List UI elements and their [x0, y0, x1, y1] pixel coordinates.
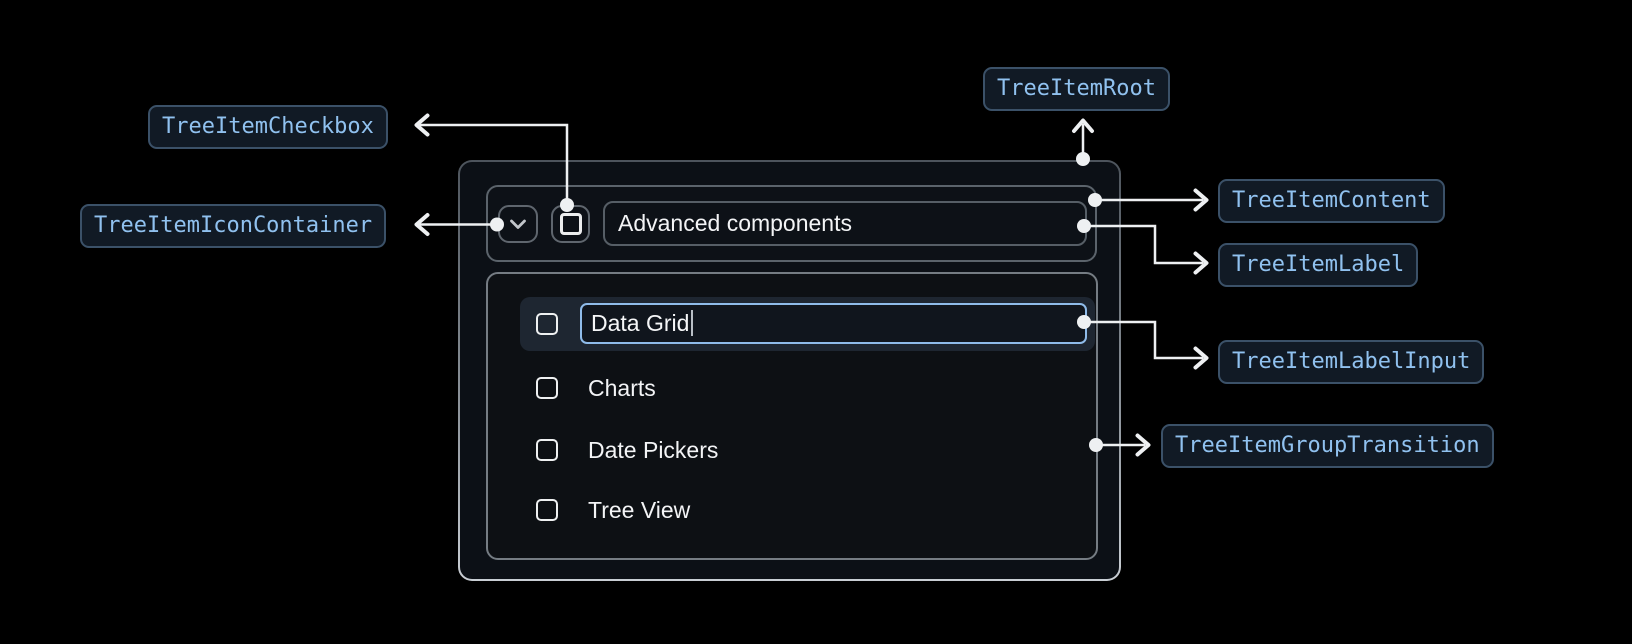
annotation-chip-tree-item-content: TreeItemContent	[1218, 179, 1445, 223]
tree-item-icon-container[interactable]	[498, 205, 538, 243]
tree-item-row-label: Charts	[588, 374, 656, 401]
tree-item-row-label: Tree View	[588, 496, 691, 523]
tree-item-row[interactable]: Tree View	[520, 496, 1095, 524]
checkbox-unchecked-icon[interactable]	[536, 439, 558, 461]
tree-item-group-transition: Data Grid Charts Date Pickers Tree View	[486, 272, 1098, 560]
checkbox-unchecked-icon	[559, 213, 582, 235]
annotation-chip-tree-item-group-transition: TreeItemGroupTransition	[1161, 424, 1494, 468]
tree-item-label-input[interactable]: Data Grid	[580, 303, 1087, 344]
tree-item-content[interactable]: Advanced components	[486, 185, 1097, 262]
connector-tree-item-root	[1072, 118, 1094, 159]
chevron-down-icon	[510, 219, 526, 229]
tree-item-row-label: Date Pickers	[588, 436, 719, 463]
text-caret	[691, 310, 694, 336]
annotation-chip-tree-item-label-input: TreeItemLabelInput	[1218, 340, 1485, 384]
tree-item-label[interactable]: Advanced components	[603, 201, 1087, 246]
tree-item-row[interactable]: Date Pickers	[520, 436, 1095, 464]
annotation-chip-tree-item-checkbox: TreeItemCheckbox	[148, 105, 388, 149]
tree-item-root-box: Advanced components Data Grid Charts Dat…	[458, 160, 1121, 581]
checkbox-unchecked-icon[interactable]	[536, 377, 558, 399]
annotation-chip-tree-item-icon-container: TreeItemIconContainer	[80, 204, 387, 248]
annotation-chip-tree-item-root: TreeItemRoot	[983, 67, 1170, 111]
checkbox-unchecked-icon[interactable]	[536, 499, 558, 521]
tree-item-row-editing[interactable]: Data Grid	[520, 297, 1095, 351]
tree-item-checkbox[interactable]	[551, 205, 590, 243]
label-input-value: Data Grid	[591, 310, 690, 336]
checkbox-unchecked-icon[interactable]	[536, 313, 558, 335]
tree-item-row[interactable]: Charts	[520, 374, 1095, 402]
annotation-chip-tree-item-label: TreeItemLabel	[1218, 243, 1419, 287]
